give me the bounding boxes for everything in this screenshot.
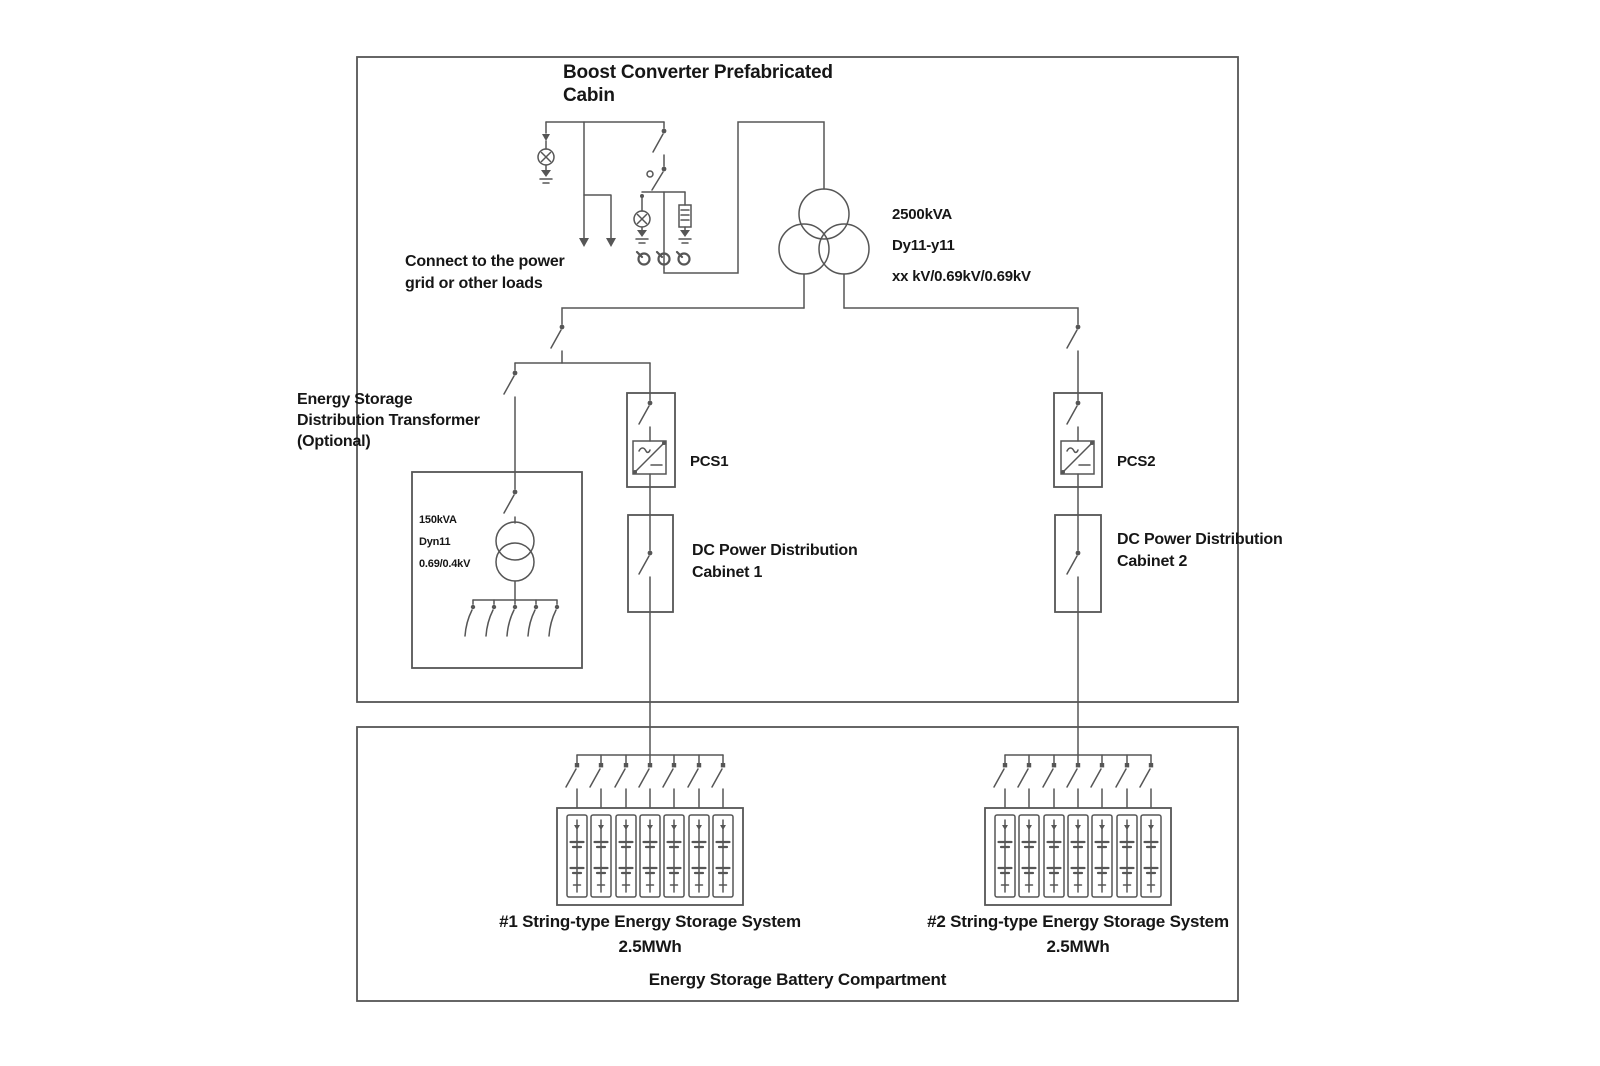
optional-transformer-specs: 150kVA Dyn11 0.69/0.4kV bbox=[419, 509, 470, 575]
surge-arrester-icon bbox=[633, 210, 651, 228]
battery-rack-icon bbox=[1115, 813, 1139, 899]
battery-rack-icon bbox=[662, 813, 686, 899]
battery-rack-icon bbox=[638, 813, 662, 899]
cabin-title-line2: Cabin bbox=[563, 85, 615, 106]
dc-cabinet2-label: DC Power Distribution Cabinet 2 bbox=[1117, 531, 1283, 570]
disconnector-icon bbox=[652, 127, 668, 153]
branch-arrester bbox=[633, 194, 651, 244]
main-transformer-symbol bbox=[778, 188, 870, 309]
grid-connection-note: Connect to the power grid or other loads bbox=[405, 253, 565, 292]
ground-icon bbox=[678, 229, 692, 244]
pcs2-label: PCS2 bbox=[1117, 453, 1156, 470]
switch-icon bbox=[638, 399, 654, 425]
breaker-hook-icon bbox=[646, 170, 654, 178]
switch-icon bbox=[550, 323, 566, 349]
lv-feeder-switches bbox=[464, 599, 560, 637]
battery-rack-icon bbox=[993, 813, 1017, 899]
battery-rack-box-1 bbox=[556, 807, 744, 906]
battery-rack-icon bbox=[1017, 813, 1041, 899]
pcs1-box bbox=[626, 392, 676, 488]
switch-icon bbox=[503, 369, 519, 395]
battery-compartment-outline bbox=[356, 726, 1239, 1002]
switch-icon bbox=[1066, 549, 1082, 575]
voltage-transformer-fuse-symbol bbox=[678, 191, 692, 244]
switch-icon bbox=[1066, 323, 1082, 349]
main-transformer-capacity: 2500kVA bbox=[892, 206, 953, 223]
optional-transformer-label: Energy Storage Distribution Transformer … bbox=[297, 391, 480, 450]
battery-rack-icon bbox=[711, 813, 735, 899]
string2-label: #2 String-type Energy Storage System 2.5… bbox=[900, 909, 1256, 959]
pcs1-unit bbox=[626, 392, 676, 756]
cabin-title-line1: Boost Converter Prefabricated bbox=[563, 62, 833, 83]
distribution-transformer-symbol bbox=[495, 521, 535, 582]
string2-capacity: 2.5MWh bbox=[1046, 937, 1110, 956]
string1-label: #1 String-type Energy Storage System 2.5… bbox=[480, 909, 820, 959]
cabin-title: Boost Converter Prefabricated Cabin bbox=[563, 61, 833, 107]
switch-icon bbox=[503, 488, 519, 514]
battery-rack-icon bbox=[687, 813, 711, 899]
optional-transformer-voltage-ratio: 0.69/0.4kV bbox=[419, 558, 471, 570]
pcs2-unit bbox=[843, 307, 1103, 756]
battery-rack-icon bbox=[1090, 813, 1114, 899]
main-transformer-vector-group: Dy11-y11 bbox=[892, 237, 955, 254]
switch-icon bbox=[638, 549, 654, 575]
battery-string-group-1 bbox=[556, 754, 744, 906]
battery-rack-icon bbox=[1066, 813, 1090, 899]
inverter-icon bbox=[632, 440, 667, 475]
optional-transformer-capacity: 150kVA bbox=[419, 514, 457, 526]
battery-rack-icon bbox=[589, 813, 613, 899]
string1-capacity: 2.5MWh bbox=[618, 937, 682, 956]
grid-connection-bus bbox=[537, 121, 665, 247]
battery-rack-icon bbox=[1042, 813, 1066, 899]
pcs1-label: PCS1 bbox=[690, 453, 729, 470]
compartment-label: Energy Storage Battery Compartment bbox=[648, 970, 947, 989]
grid-feeder-arrows bbox=[579, 121, 616, 247]
battery-string-group-2 bbox=[984, 754, 1172, 906]
lv-distribution-left bbox=[503, 307, 805, 490]
incoming-switch-chain bbox=[633, 121, 825, 274]
ground-icon bbox=[539, 169, 553, 184]
optional-transformer-vector-group: Dyn11 bbox=[419, 536, 451, 548]
battery-rack-icon bbox=[1139, 813, 1163, 899]
battery-rack-icon bbox=[565, 813, 589, 899]
battery-rack-box-2 bbox=[984, 807, 1172, 906]
dc-cabinet1-label: DC Power Distribution Cabinet 1 bbox=[692, 542, 858, 581]
switch-icon bbox=[1066, 399, 1082, 425]
battery-rack-icon bbox=[614, 813, 638, 899]
surge-arrester-icon bbox=[537, 148, 555, 166]
ground-icon bbox=[635, 229, 649, 244]
boost-cabin-outline bbox=[356, 56, 1239, 703]
optional-transformer-box bbox=[411, 471, 583, 669]
main-transformer-voltage-ratio: xx kV/0.69kV/0.69kV bbox=[892, 268, 1031, 285]
main-transformer-specs: 2500kVA Dy11-y11 xx kV/0.69kV/0.69kV bbox=[892, 199, 1031, 292]
inverter-icon bbox=[1060, 440, 1095, 475]
